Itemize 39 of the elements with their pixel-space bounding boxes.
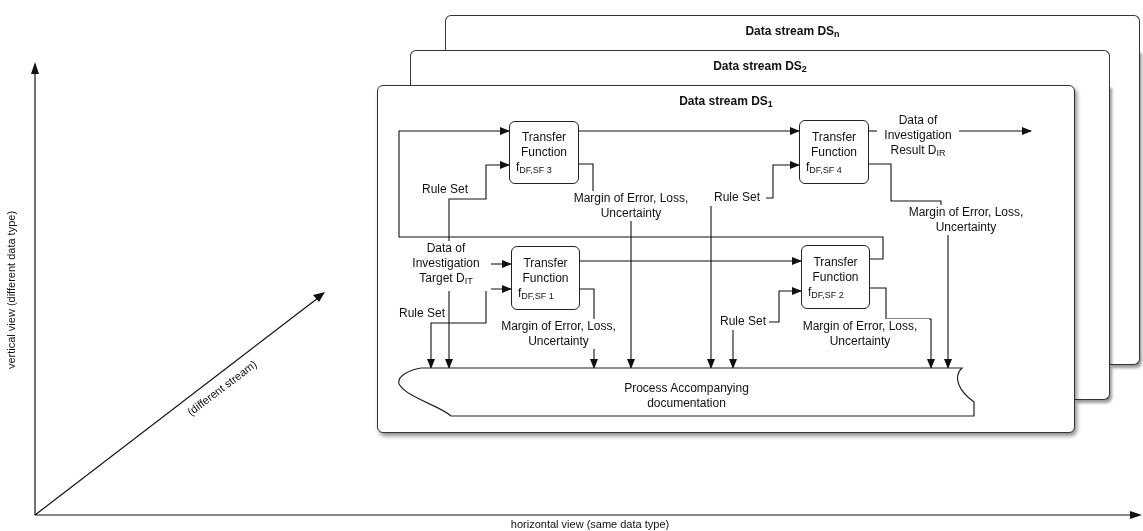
- stream-panel: [445, 15, 1140, 50]
- function-symbol: f$_{DF,SF 2}$: [807, 284, 844, 300]
- arrow: [729, 329, 737, 369]
- function-symbol: f$_{DF,SF 3}$: [515, 160, 552, 175]
- edge-label: Rule Set: [398, 305, 446, 321]
- edge-label: Rule Set: [421, 181, 469, 197]
- arrow: [579, 257, 802, 265]
- axis-label: horizontal view (same data type): [510, 516, 670, 531]
- stream-panel: [410, 50, 1110, 85]
- arrow: [590, 348, 598, 369]
- arrow: [578, 163, 594, 192]
- function-box: [509, 121, 579, 184]
- arrow: [445, 290, 453, 369]
- panel-title: Data stream DS$_{1}$: [679, 94, 773, 109]
- function-box: [799, 120, 869, 184]
- arrow: [448, 161, 510, 242]
- arrow: [490, 260, 512, 268]
- document-banner: [399, 368, 974, 418]
- function-box: [801, 245, 870, 309]
- arrow: [707, 205, 715, 369]
- arrow: [768, 287, 802, 323]
- arrow: [886, 318, 935, 369]
- arrow: [765, 161, 800, 199]
- arrow: [578, 127, 800, 135]
- panel-title: Data stream DS$_{2}$: [713, 59, 807, 74]
- arrow: [958, 127, 1032, 135]
- stream-panel: [377, 85, 1075, 433]
- arrow: [579, 288, 595, 320]
- function-symbol: f$_{DF,SF 4}$: [805, 159, 842, 175]
- arrow: [627, 220, 635, 369]
- function-symbol: f$_{DF,SF 1}$: [517, 285, 554, 301]
- function-box: [511, 246, 580, 310]
- panel-title: Data stream DS$_{n}$: [745, 24, 840, 39]
- arrow: [944, 234, 952, 369]
- axis-label: vertical view (different data type): [3, 210, 18, 370]
- arrow: [427, 285, 512, 369]
- arrow: [398, 127, 884, 260]
- banner-text: Process Accompanying documentation: [623, 381, 750, 411]
- arrow: [869, 287, 887, 320]
